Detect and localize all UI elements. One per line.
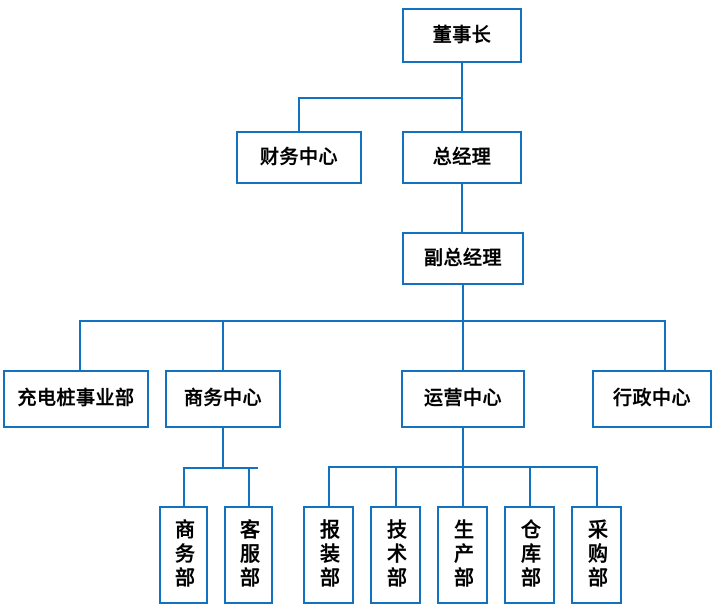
org-node-warehouse-dept[interactable]: 仓库部 (504, 506, 555, 604)
org-node-business-dept[interactable]: 商务部 (159, 506, 208, 604)
connector-riser-technology (395, 466, 397, 507)
org-node-deputy-general-manager[interactable]: 副总经理 (402, 232, 524, 285)
connector-riser-charging (79, 320, 81, 370)
connector-bus-business (183, 467, 258, 469)
connector-riser-procurement (596, 466, 598, 507)
org-node-admin-center[interactable]: 行政中心 (592, 370, 712, 428)
connector-finance-riser (298, 97, 300, 131)
org-node-label-business-center: 商务中心 (183, 387, 262, 410)
org-node-label-charging-pile-division: 充电桩事业部 (17, 387, 135, 410)
org-node-label-technology-dept: 技术部 (383, 519, 408, 591)
org-node-label-installation-dept: 报装部 (316, 519, 341, 591)
connector-riser-business-dept (183, 467, 185, 507)
connector-riser-installation (328, 466, 330, 507)
org-node-label-operations-center: 运营中心 (423, 387, 502, 410)
org-node-chairman[interactable]: 董事长 (402, 8, 522, 63)
org-node-general-manager[interactable]: 总经理 (402, 131, 522, 184)
connector-gm-to-dgm (461, 184, 463, 232)
connector-riser-admin (664, 320, 666, 370)
connector-bus-level3 (79, 320, 665, 322)
connector-business-drop (222, 428, 224, 468)
connector-bus-level1 (298, 97, 462, 99)
org-node-operations-center[interactable]: 运营中心 (401, 370, 525, 428)
connector-riser-warehouse (529, 466, 531, 507)
connector-chairman-drop (461, 63, 463, 98)
org-node-business-center[interactable]: 商务中心 (165, 370, 281, 428)
connector-dgm-drop (462, 285, 464, 321)
org-node-label-general-manager: 总经理 (432, 145, 492, 168)
connector-riser-production (462, 466, 464, 507)
org-node-label-admin-center: 行政中心 (612, 387, 691, 410)
connector-riser-cs-dept (248, 467, 250, 507)
connector-riser-operations (462, 320, 464, 370)
connector-operations-drop (462, 428, 464, 466)
org-node-label-business-dept: 商务部 (171, 519, 196, 591)
org-node-charging-pile-division[interactable]: 充电桩事业部 (3, 370, 149, 428)
org-node-installation-dept[interactable]: 报装部 (303, 506, 354, 604)
org-node-label-chairman: 董事长 (432, 23, 492, 46)
org-node-label-customer-service-dept: 客服部 (236, 519, 261, 591)
org-node-technology-dept[interactable]: 技术部 (370, 506, 421, 604)
org-node-production-dept[interactable]: 生产部 (437, 506, 488, 604)
org-node-label-procurement-dept: 采购部 (584, 519, 609, 591)
connector-gm-riser (461, 97, 463, 131)
org-node-label-deputy-general-manager: 副总经理 (423, 246, 502, 269)
org-node-label-warehouse-dept: 仓库部 (517, 519, 542, 591)
org-node-customer-service-dept[interactable]: 客服部 (224, 506, 273, 604)
org-node-label-production-dept: 生产部 (450, 519, 475, 591)
org-node-finance-center[interactable]: 财务中心 (236, 131, 362, 184)
org-node-label-finance-center: 财务中心 (259, 145, 338, 168)
org-node-procurement-dept[interactable]: 采购部 (571, 506, 622, 604)
connector-riser-business (222, 320, 224, 370)
